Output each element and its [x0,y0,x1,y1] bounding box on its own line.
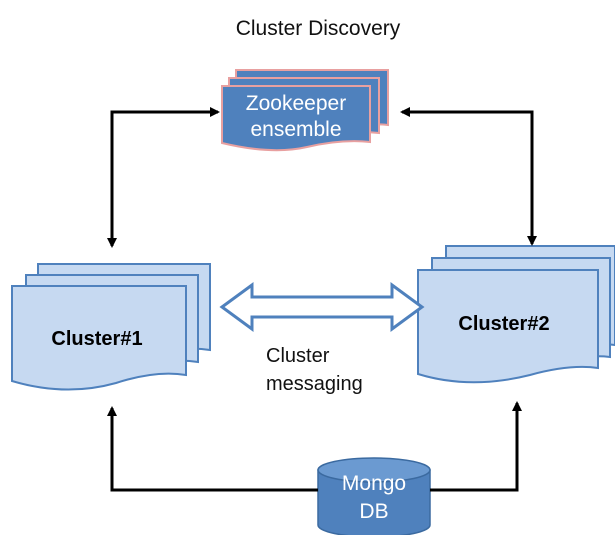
mongo-db-top [317,457,431,483]
zookeeper-label-line1: Zookeeper [246,92,346,115]
zookeeper-label-line2: ensemble [250,118,341,141]
zookeeper-doc-front [221,85,371,152]
cluster1-doc-front [11,285,187,391]
cluster2-doc-front [417,269,599,384]
mongo-db-body [317,469,431,535]
diagram-title: Cluster Discovery [236,17,401,40]
messaging-label-line1: Cluster [266,345,330,367]
arrow-zookeeper-to-cluster1 [107,110,213,248]
arrow-mongo-to-cluster2 [430,401,522,492]
cluster2-node: Cluster#2 [417,245,615,384]
mongo-label-line1: Mongo [342,472,406,495]
messaging-label-line2: messaging [266,373,363,395]
mongo-label-line2: DB [359,500,388,523]
zookeeper-ensemble-node: Zookeeper ensemble [221,69,389,152]
cluster-messaging-arrow [219,282,425,332]
cluster2-label: Cluster#2 [458,313,549,335]
cluster1-node: Cluster#1 [11,263,211,391]
cluster1-label: Cluster#1 [51,328,142,350]
arrow-mongo-to-cluster1 [107,406,318,492]
arrow-zookeeper-to-cluster2 [408,110,537,246]
mongo-db-node: Mongo DB [317,457,431,535]
